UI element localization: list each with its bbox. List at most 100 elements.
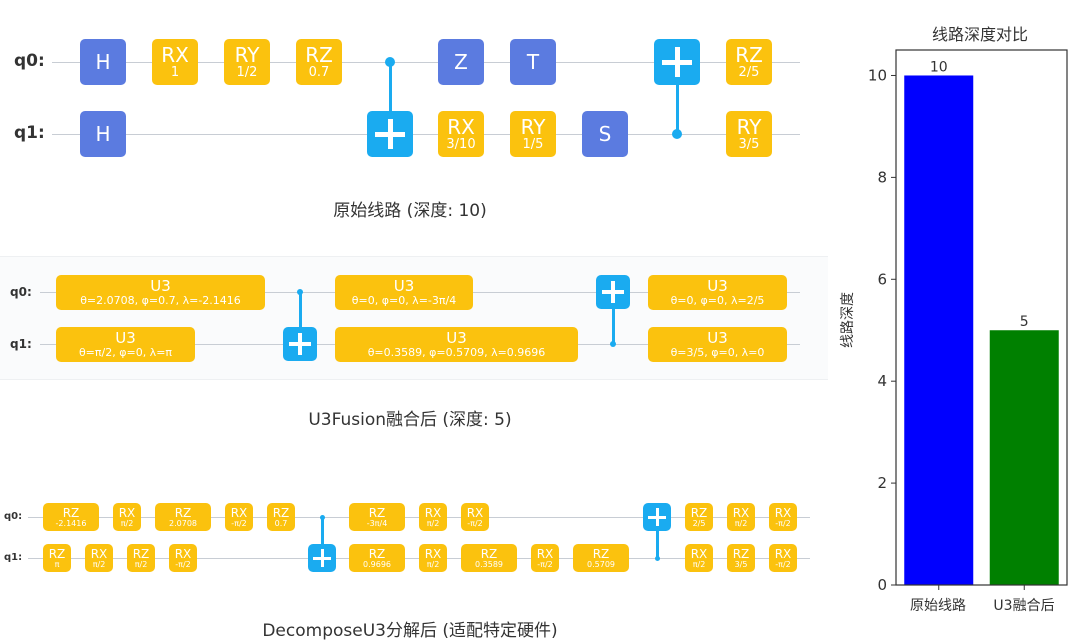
y-axis-label: 线路深度 [840, 292, 856, 348]
cnot-control-dot [385, 57, 395, 67]
x-tick-label-1: U3融合后 [993, 598, 1054, 614]
qubit-label: q1: [14, 123, 45, 144]
gate-name: Z [454, 50, 468, 74]
cnot-target-gate[interactable] [283, 327, 317, 361]
gate-h[interactable]: H [80, 111, 126, 157]
gate-name: U3 [707, 328, 728, 347]
gate-param: π/2 [120, 518, 134, 528]
gate-name: RZ [368, 505, 386, 520]
gate-name: RX [174, 546, 192, 561]
gate-param: 1/2 [236, 65, 258, 80]
gate-name: RZ [132, 546, 150, 561]
gate-param: 0.9696 [363, 559, 391, 569]
y-tick-label: 6 [877, 270, 887, 288]
plus-icon [298, 333, 302, 355]
gate-rx[interactable]: RX-π/2 [531, 544, 559, 572]
gate-rx[interactable]: RX-π/2 [769, 544, 797, 572]
gate-name: RX [774, 505, 792, 520]
qubit-label: q0: [14, 51, 45, 72]
y-tick-label: 0 [877, 576, 887, 594]
gate-s[interactable]: S [582, 111, 628, 157]
bar-1 [989, 330, 1059, 585]
gate-param: -π/2 [537, 559, 553, 569]
gate-z[interactable]: Z [438, 39, 484, 85]
gate-rx[interactable]: RX-π/2 [769, 503, 797, 531]
gate-rz[interactable]: RZ-3π/4 [349, 503, 405, 531]
gate-param: 0.3589 [475, 559, 503, 569]
plus-icon [611, 281, 615, 303]
gate-name: RX [466, 505, 484, 520]
cnot-target-gate[interactable] [308, 544, 336, 572]
plot-frame [895, 49, 1068, 586]
gate-name: U3 [150, 276, 171, 295]
cnot-target-gate[interactable] [643, 503, 671, 531]
gate-name: RX [90, 546, 108, 561]
bar-value-label: 5 [1020, 314, 1029, 330]
gate-rx[interactable]: RX-π/2 [169, 544, 197, 572]
cnot-connector [320, 517, 324, 558]
gate-param: -3π/4 [366, 518, 388, 528]
cnot-target-gate[interactable] [367, 111, 413, 157]
gate-name: RZ [48, 546, 66, 561]
cnot-control-dot [610, 341, 616, 347]
cnot-target-gate[interactable] [654, 39, 700, 85]
gate-t[interactable]: T [510, 39, 556, 85]
gate-param: -π/2 [175, 559, 191, 569]
gate-name: RX [447, 115, 475, 139]
gate-name: RX [424, 546, 442, 561]
qubit-wire [52, 62, 800, 63]
cnot-connector [611, 292, 615, 344]
gate-param: π/2 [92, 559, 106, 569]
qubit-label: q0: [4, 510, 23, 522]
cnot-connector [298, 292, 302, 344]
gate-rx[interactable]: RX-π/2 [225, 503, 253, 531]
gate-param: π/2 [426, 559, 440, 569]
gate-param: 3/5 [734, 559, 748, 569]
cnot-target-gate[interactable] [596, 275, 630, 309]
gate-param: -π/2 [775, 559, 791, 569]
gate-name: RZ [62, 505, 80, 520]
gate-rz[interactable]: RZ-2.1416 [43, 503, 99, 531]
gate-name: RZ [592, 546, 610, 561]
gate-param: -π/2 [775, 518, 791, 528]
gate-rx[interactable]: RX-π/2 [461, 503, 489, 531]
gate-name: U3 [707, 276, 728, 295]
gate-h[interactable]: H [80, 39, 126, 85]
gate-param: θ=0, φ=0, λ=-3π/4 [351, 293, 457, 307]
gate-param: π/2 [426, 518, 440, 528]
gate-name: T [526, 50, 540, 74]
gate-param: 1 [170, 65, 180, 80]
decompose-circuit-caption: DecomposeU3分解后 (适配特定硬件) [262, 621, 558, 641]
